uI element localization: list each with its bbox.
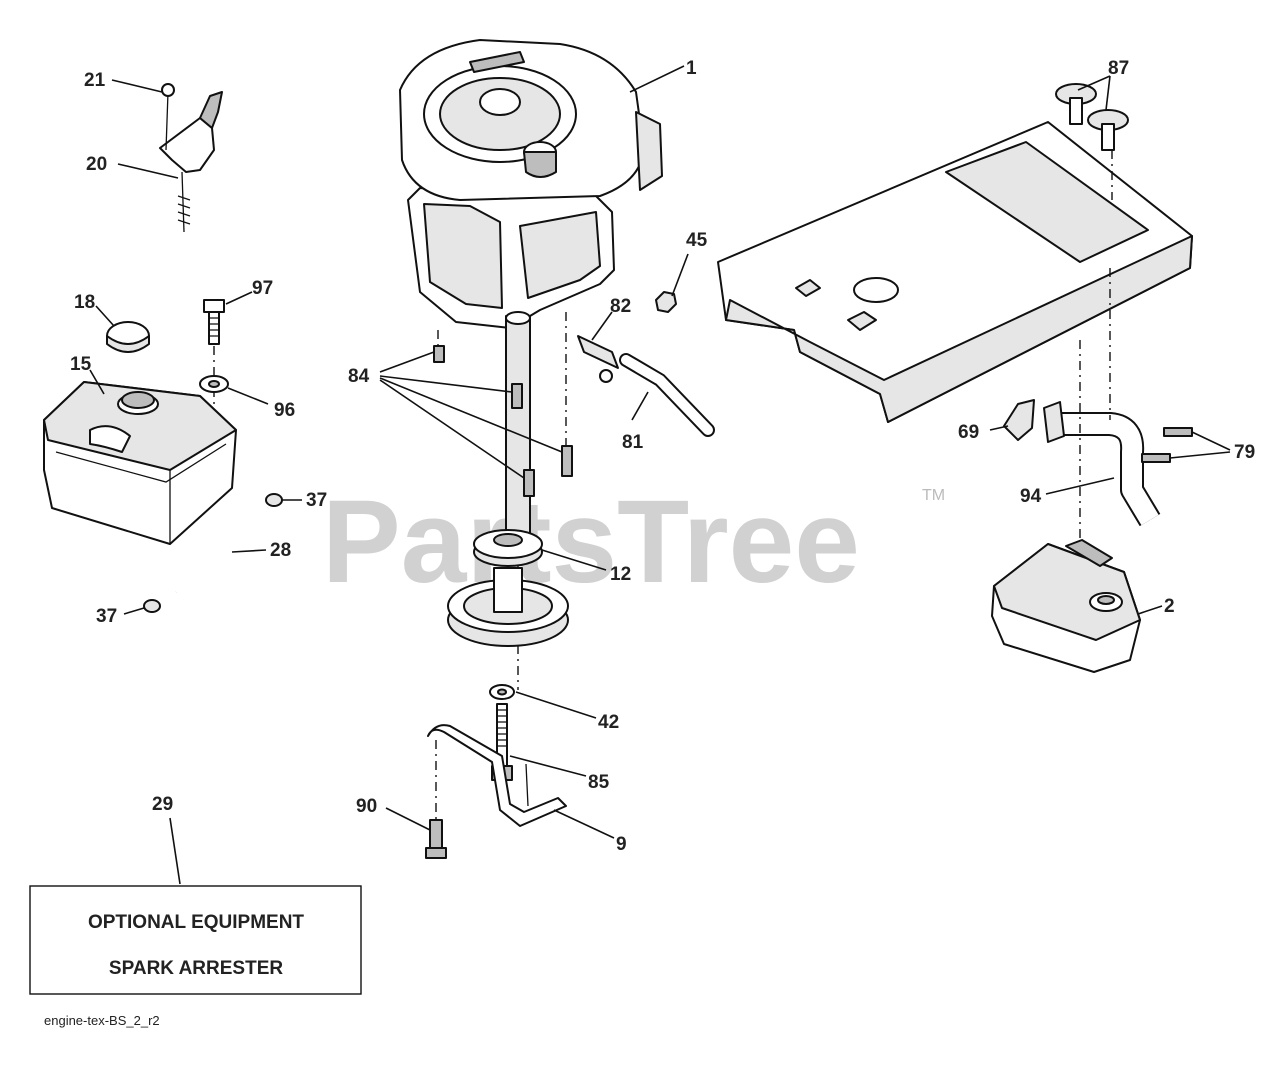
fuel-tank-part[interactable]	[43, 381, 237, 545]
callout-15[interactable]: 15	[70, 354, 92, 375]
fuel-cap-part[interactable]	[106, 321, 150, 353]
callout-12[interactable]: 12	[610, 564, 631, 585]
screw-79-b-part[interactable]	[1141, 453, 1171, 463]
leader-lines	[89, 65, 1231, 885]
callout-81[interactable]: 81	[622, 432, 644, 453]
watermark-trademark: TM	[922, 487, 945, 504]
callout-90[interactable]: 90	[356, 796, 377, 817]
callout-28[interactable]: 28	[270, 540, 291, 561]
callout-21[interactable]: 21	[84, 70, 106, 91]
crankshaft-part[interactable]	[505, 311, 531, 541]
bolt-90-part[interactable]	[425, 819, 447, 859]
exhaust-pipe-94-part[interactable]	[1043, 401, 1161, 527]
gasket-69-part[interactable]	[1003, 399, 1035, 441]
breather-82-part[interactable]	[577, 335, 619, 383]
frame-part[interactable]	[717, 121, 1193, 423]
callout-84[interactable]: 84	[348, 366, 370, 387]
knob-87-b-part[interactable]	[1087, 109, 1129, 151]
hose-81-part[interactable]	[619, 353, 715, 437]
watermark-text: PartsTree	[322, 476, 860, 608]
bolt-84-c-part[interactable]	[561, 445, 573, 477]
clamp-37-lower-part[interactable]	[143, 599, 161, 613]
bolt-84-a-part[interactable]	[433, 345, 445, 363]
fuel-line-part[interactable]	[174, 507, 269, 593]
callout-18[interactable]: 18	[74, 292, 95, 313]
clamp-37-upper-part[interactable]	[265, 493, 283, 507]
callout-85[interactable]: 85	[588, 772, 610, 793]
diagram-id: engine-tex-BS_2_r2	[44, 1013, 160, 1028]
callout-45[interactable]: 45	[686, 230, 708, 251]
knob-87-a-part[interactable]	[1055, 83, 1097, 125]
callout-20[interactable]: 20	[86, 154, 107, 175]
callout-42[interactable]: 42	[598, 712, 619, 733]
callout-87[interactable]: 87	[1108, 58, 1129, 79]
spark-arrester-label: SPARK ARRESTER	[109, 958, 283, 979]
bolt-84-b-part[interactable]	[511, 383, 523, 409]
nut-45-part[interactable]	[655, 291, 677, 313]
muffler-2-part[interactable]	[991, 539, 1141, 673]
washer-96-part[interactable]	[199, 375, 229, 393]
bolt-84-d-part[interactable]	[523, 469, 535, 497]
throttle-control-part[interactable]	[159, 83, 223, 233]
bolt-97-part[interactable]	[203, 299, 225, 345]
pulley-12-part[interactable]	[447, 529, 569, 647]
optional-equipment-box[interactable]: OPTIONAL EQUIPMENT SPARK ARRESTER	[29, 885, 362, 995]
callout-37-lower[interactable]: 37	[96, 606, 117, 627]
screw-79-a-part[interactable]	[1163, 427, 1193, 437]
callout-1[interactable]: 1	[686, 58, 697, 79]
callout-82[interactable]: 82	[610, 296, 631, 317]
callout-79[interactable]: 79	[1234, 442, 1255, 463]
callout-2[interactable]: 2	[1164, 596, 1175, 617]
callout-97[interactable]: 97	[252, 278, 273, 299]
washer-42-part[interactable]	[489, 684, 515, 700]
bracket-9-part[interactable]	[427, 724, 567, 827]
callout-96[interactable]: 96	[274, 400, 295, 421]
callout-69[interactable]: 69	[958, 422, 979, 443]
callout-37-upper[interactable]: 37	[306, 490, 327, 511]
engine-part[interactable]	[399, 39, 663, 329]
callout-labels: 1 2 9 12 15 18 20 21 28 29 37 37 42 45 6…	[70, 58, 1255, 855]
optional-equipment-title: OPTIONAL EQUIPMENT	[88, 912, 304, 933]
callout-29[interactable]: 29	[152, 794, 173, 815]
callout-94[interactable]: 94	[1020, 486, 1042, 507]
callout-9[interactable]: 9	[616, 834, 627, 855]
